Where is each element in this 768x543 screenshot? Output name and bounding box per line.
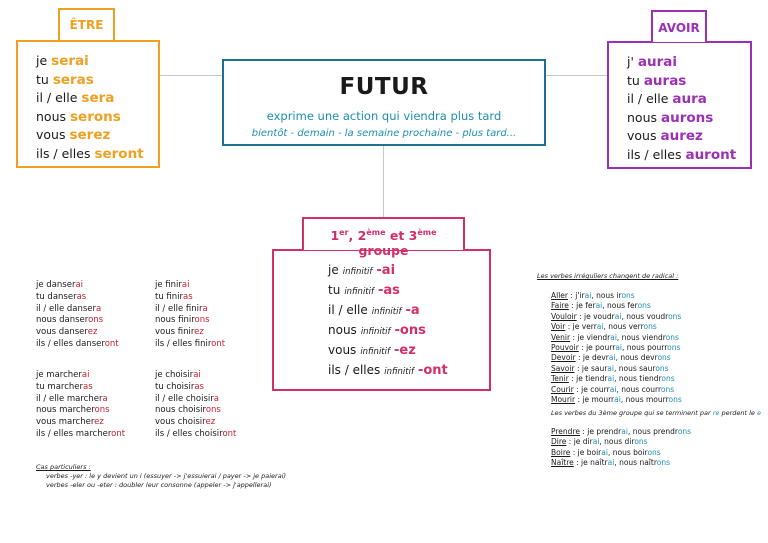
avoir-row: il / elle aura — [627, 91, 707, 107]
avoir-row: nous aurons — [627, 109, 714, 126]
list-item: Boire : je boirai, nous boirons — [551, 447, 661, 457]
list-item: Mourir : je mourrai, nous mourrons — [551, 395, 682, 405]
futur-box: FUTUR exprime une action qui viendra plu… — [222, 59, 546, 146]
irreguliers-title: Les verbes irréguliers changent de radic… — [537, 272, 679, 280]
list-item: il / elle choisira — [155, 393, 220, 404]
list-item: nous finirons — [155, 315, 210, 326]
list-item: il / elle finira — [155, 303, 208, 314]
list-item: nous choisirons — [155, 405, 221, 416]
list-item: je marcherai — [36, 370, 90, 380]
list-item: tu finiras — [155, 291, 193, 302]
danser-list: je danserai tu danseras il / elle danser… — [36, 280, 119, 351]
list-item: je choisirai — [155, 370, 201, 380]
irreguliers-note: Les verbes du 3ème groupe qui se termine… — [551, 409, 762, 417]
etre-box: je serai tu seras il / elle sera nous se… — [16, 40, 160, 168]
list-item: vous danserez — [36, 327, 98, 338]
avoir-row: tu auras — [627, 72, 687, 89]
groupe-label: 1er, 2ème et 3ème groupe — [302, 217, 465, 258]
futur-subtitle: exprime une action qui viendra plus tard — [266, 109, 502, 123]
etre-row: je serai — [36, 53, 89, 69]
list-item: Pouvoir : je pourrai, nous pourrons — [551, 343, 681, 353]
list-item: il / elle marchera — [36, 393, 108, 404]
cas-title: Cas particuliers : — [36, 463, 91, 471]
list-item: Courir : je courrai, nous courrons — [551, 384, 675, 394]
irreguliers-list: Aller : j'irai, nous irons Faire : je fe… — [551, 291, 682, 405]
list-item: ils / elles marcheront — [36, 428, 126, 439]
list-item: vous choisirez — [155, 417, 216, 428]
etre-row: ils / elles seront — [36, 145, 144, 162]
etre-row: nous serons — [36, 108, 121, 125]
list-item: Vouloir : je voudrai, nous voudrons — [551, 311, 682, 321]
connector-down — [383, 146, 384, 217]
list-item: Venir : je viendrai, nous viendrons — [551, 332, 679, 342]
etre-label: ÊTRE — [58, 8, 115, 40]
list-item: Devoir : je devrai, nous devrons — [551, 353, 671, 363]
avoir-row: ils / elles auront — [627, 146, 737, 163]
avoir-box: j' aurai tu auras il / elle aura nous au… — [607, 41, 752, 169]
list-item: Faire : je ferai, nous ferons — [551, 301, 651, 311]
list-item: ils / elles choisiront — [155, 428, 237, 439]
futur-title: FUTUR — [339, 74, 429, 100]
list-item: Aller : j'irai, nous irons — [551, 291, 635, 300]
cas-particuliers: Cas particuliers : verbes -yer : le y de… — [36, 463, 286, 490]
etre-row: tu seras — [36, 71, 94, 88]
connector-right — [546, 75, 607, 76]
cas-line: verbes -eler ou -eter : doubler leur con… — [46, 481, 272, 489]
cas-line: verbes -yer : le y devient un i (essuyer… — [46, 472, 287, 480]
marcher-list: je marcherai tu marcheras il / elle marc… — [36, 370, 125, 441]
list-item: Prendre : je prendrai, nous prendrons — [551, 427, 692, 436]
list-item: vous marcherez — [36, 417, 104, 428]
etre-row: il / elle sera — [36, 90, 115, 106]
etre-row: vous serez — [36, 127, 111, 143]
irreguliers-list-re: Prendre : je prendrai, nous prendrons Di… — [551, 427, 691, 469]
list-item: nous danserons — [36, 315, 104, 326]
avoir-row: vous aurez — [627, 128, 703, 144]
list-item: Tenir : je tiendrai, nous tiendrons — [551, 374, 675, 384]
list-item: tu danseras — [36, 291, 87, 302]
list-item: je danserai — [36, 280, 84, 290]
list-item: ils / elles finiront — [155, 338, 226, 349]
finir-list: je finirai tu finiras il / elle finira n… — [155, 280, 225, 351]
list-item: tu choisiras — [155, 381, 204, 392]
avoir-label: AVOIR — [651, 10, 707, 42]
list-item: ils / elles danseront — [36, 338, 119, 349]
avoir-row: j' aurai — [627, 54, 678, 70]
list-item: tu marcheras — [36, 381, 93, 392]
list-item: Dire : je dirai, nous dirons — [551, 437, 648, 447]
list-item: je finirai — [155, 280, 190, 290]
choisir-list: je choisirai tu choisiras il / elle choi… — [155, 370, 236, 441]
list-item: Savoir : je saurai, nous saurons — [551, 363, 669, 373]
connector-left — [160, 75, 222, 76]
list-item: Naître : je naîtrai, nous naîtrons — [551, 458, 670, 468]
list-item: nous marcherons — [36, 405, 110, 416]
list-item: il / elle dansera — [36, 303, 102, 314]
list-item: Voir : je verrai, nous verrons — [551, 322, 657, 332]
list-item: vous finirez — [155, 327, 204, 338]
futur-examples: bientôt - demain - la semaine prochaine … — [251, 128, 517, 139]
